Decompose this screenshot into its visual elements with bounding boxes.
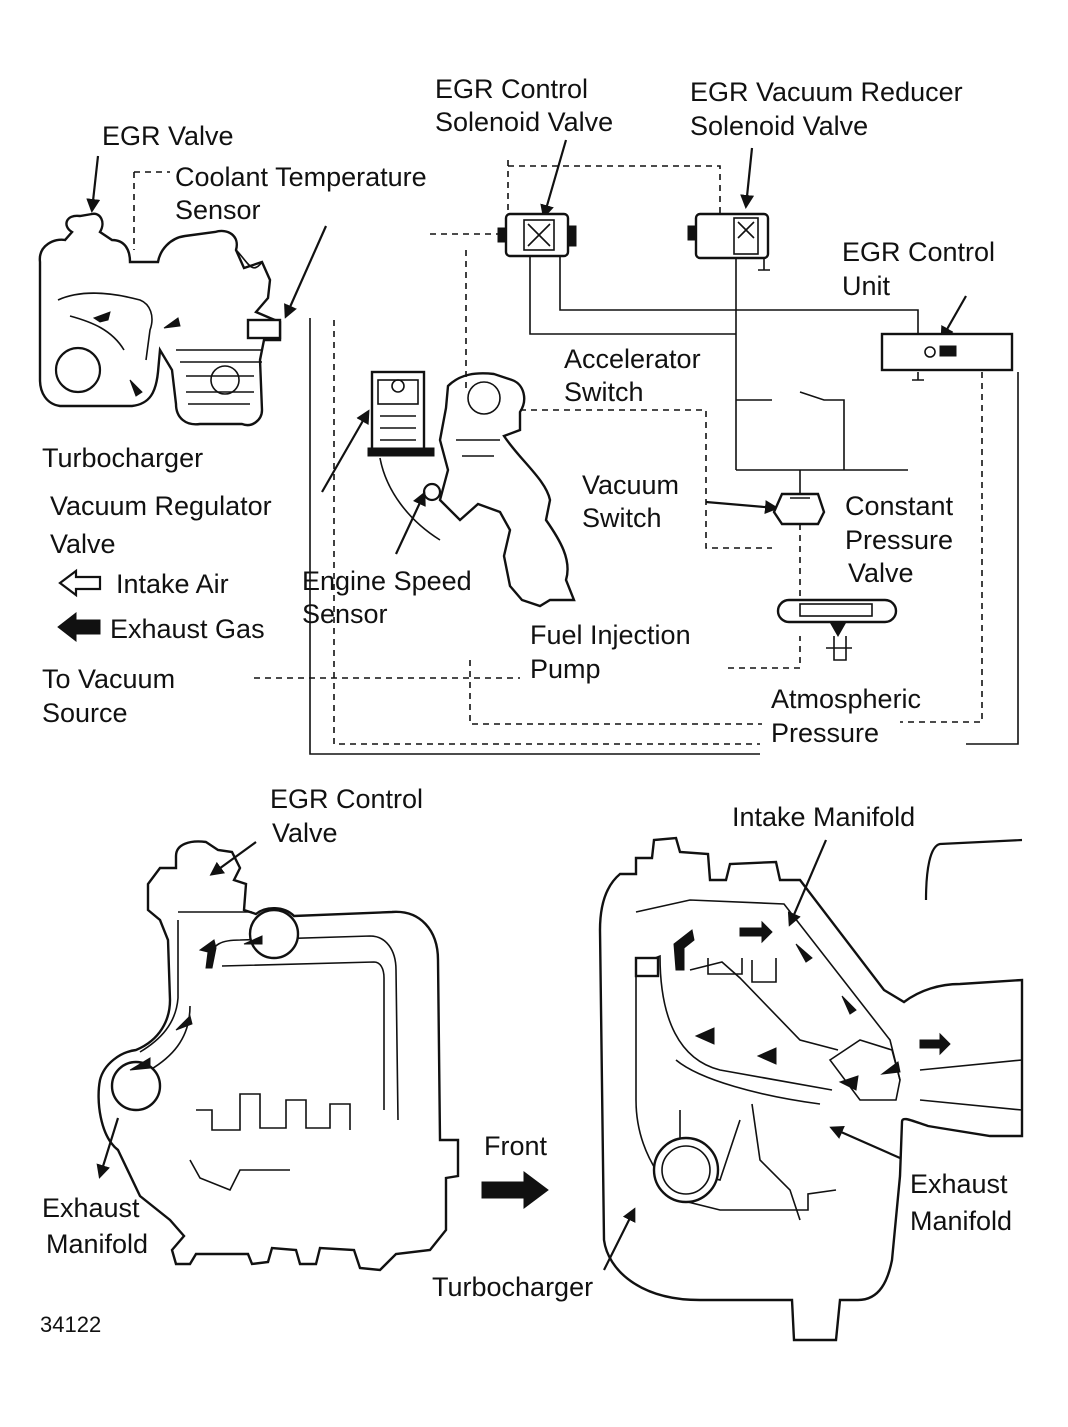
label-constant-pressure-2: Pressure	[845, 525, 953, 555]
egr-control-valve-assembly	[97, 840, 460, 1272]
label-front: Front	[484, 1131, 548, 1161]
label-accelerator-2: Switch	[564, 377, 644, 407]
turbo-compressor-inlet	[652, 1136, 720, 1204]
intake-flow-arrow	[919, 1032, 951, 1056]
label-exhaust-manifold-right-2: Manifold	[910, 1206, 1012, 1236]
label-atmospheric-1: Atmospheric	[771, 684, 921, 714]
label-coolant-sensor: Sensor	[175, 195, 261, 225]
egr-control-solenoid-valve	[497, 212, 577, 258]
label-coolant-temperature: Coolant Temperature	[175, 162, 427, 192]
vacuum-switch	[772, 492, 826, 526]
egr-control-unit	[880, 332, 1014, 372]
figure-number: 34122	[40, 1312, 101, 1337]
label-exhaust-manifold-left-2: Manifold	[46, 1229, 148, 1259]
intake-flow-arrow	[739, 920, 773, 944]
wiring	[309, 256, 1019, 755]
vacuum-hoses	[133, 160, 983, 745]
evrsv-pointer	[740, 147, 755, 209]
vacuum-regulator-valve	[367, 370, 435, 457]
exhaust-flow-arrow	[129, 379, 143, 397]
legend	[57, 568, 102, 643]
label-egr-vacuum-reducer-1: EGR Vacuum Reducer	[690, 77, 963, 107]
label-constant-pressure-1: Constant	[845, 491, 954, 521]
egr-control-valve-port	[248, 908, 300, 960]
vrv-pointer	[321, 409, 370, 493]
label-vacuum-regulator-2: Valve	[50, 529, 116, 559]
label-engine-speed-1: Engine Speed	[302, 566, 472, 596]
exhaust-flow-arrow	[756, 1047, 777, 1065]
label-exhaust-manifold-right-1: Exhaust	[910, 1169, 1008, 1199]
engine-speed-pointer	[395, 491, 426, 555]
exhaust-port	[110, 1060, 162, 1112]
exhaust-flow-arrow	[175, 1015, 193, 1031]
label-to-vacuum-source-1: To Vacuum	[42, 664, 175, 694]
label-accelerator-1: Accelerator	[564, 344, 701, 374]
label-egr-valve: EGR Valve	[102, 121, 234, 151]
label-turbocharger-top: Turbocharger	[42, 443, 203, 473]
exhaust-flow-arrow	[694, 1027, 715, 1045]
pointer-arrows-top	[86, 139, 967, 555]
label-engine-speed-2: Sensor	[302, 599, 388, 629]
intake-flow-arrow	[795, 943, 813, 963]
label-exhaust-gas: Exhaust Gas	[110, 614, 265, 644]
exhaust-flow-arrow	[129, 1057, 151, 1071]
label-turbocharger-bottom: Turbocharger	[432, 1272, 593, 1302]
exhaust-manifold-left-pointer	[96, 1117, 120, 1179]
label-atmospheric-2: Pressure	[771, 718, 879, 748]
label-egr-control-solenoid-1: EGR Control	[435, 74, 588, 104]
egr-vacuum-reducer-solenoid-valve	[687, 212, 770, 260]
label-egr-control-solenoid-2: Solenoid Valve	[435, 107, 613, 137]
label-fuel-injection-1: Fuel Injection	[530, 620, 691, 650]
intake-flow-arrow	[673, 929, 695, 971]
labels: EGR Valve Coolant Temperature Sensor EGR…	[40, 74, 1012, 1337]
exhaust-flow-arrow	[880, 1061, 901, 1075]
label-constant-pressure-3: Valve	[848, 558, 914, 588]
vacuum-switch-pointer	[705, 500, 779, 515]
exhaust-flow-arrow	[838, 1075, 859, 1091]
turbo-housing-circle	[54, 346, 102, 394]
coolant-sensor-pointer	[284, 225, 328, 319]
label-to-vacuum-source-2: Source	[42, 698, 128, 728]
label-egr-control-unit-2: Unit	[842, 271, 891, 301]
exhaust-gas-legend-icon	[57, 611, 101, 643]
intake-manifold-pointer	[787, 839, 828, 927]
label-fuel-injection-2: Pump	[530, 654, 601, 684]
egr-valve-pointer	[86, 155, 101, 213]
intake-air-legend-icon	[58, 568, 102, 598]
label-intake-air: Intake Air	[116, 569, 229, 599]
label-vacuum-switch-1: Vacuum	[582, 470, 679, 500]
label-intake-manifold: Intake Manifold	[732, 802, 915, 832]
label-egr-vacuum-reducer-2: Solenoid Valve	[690, 111, 868, 141]
turbocharger-intake-assembly	[598, 836, 1024, 1342]
exhaust-manifold-right-pointer	[829, 1126, 901, 1160]
label-vacuum-regulator-1: Vacuum Regulator	[50, 491, 272, 521]
constant-pressure-valve	[776, 598, 898, 661]
exhaust-flow-arrow	[243, 935, 263, 945]
label-egr-control-valve-1: EGR Control	[270, 784, 423, 814]
turbocharger-bottom-pointer	[603, 1207, 636, 1271]
exhaust-flow-arrow	[163, 317, 181, 329]
coolant-temp-sensor-body	[246, 318, 282, 340]
label-egr-control-unit-1: EGR Control	[842, 237, 995, 267]
ecu-pointer	[940, 295, 967, 341]
ecsv-pointer	[540, 139, 568, 219]
label-egr-control-valve-2: Valve	[272, 818, 338, 848]
engine-speed-sensor	[422, 482, 442, 502]
label-vacuum-switch-2: Switch	[582, 503, 662, 533]
engine-turbo-assembly	[38, 212, 282, 427]
egr-control-valve-pointer	[209, 841, 257, 876]
fuel-injection-pump	[379, 372, 576, 608]
intake-flow-arrow	[841, 995, 857, 1015]
exhaust-flow-arrow	[92, 311, 111, 323]
front-direction-arrow	[481, 1171, 549, 1209]
label-exhaust-manifold-left-1: Exhaust	[42, 1193, 140, 1223]
exhaust-flow-arrow	[198, 939, 217, 969]
